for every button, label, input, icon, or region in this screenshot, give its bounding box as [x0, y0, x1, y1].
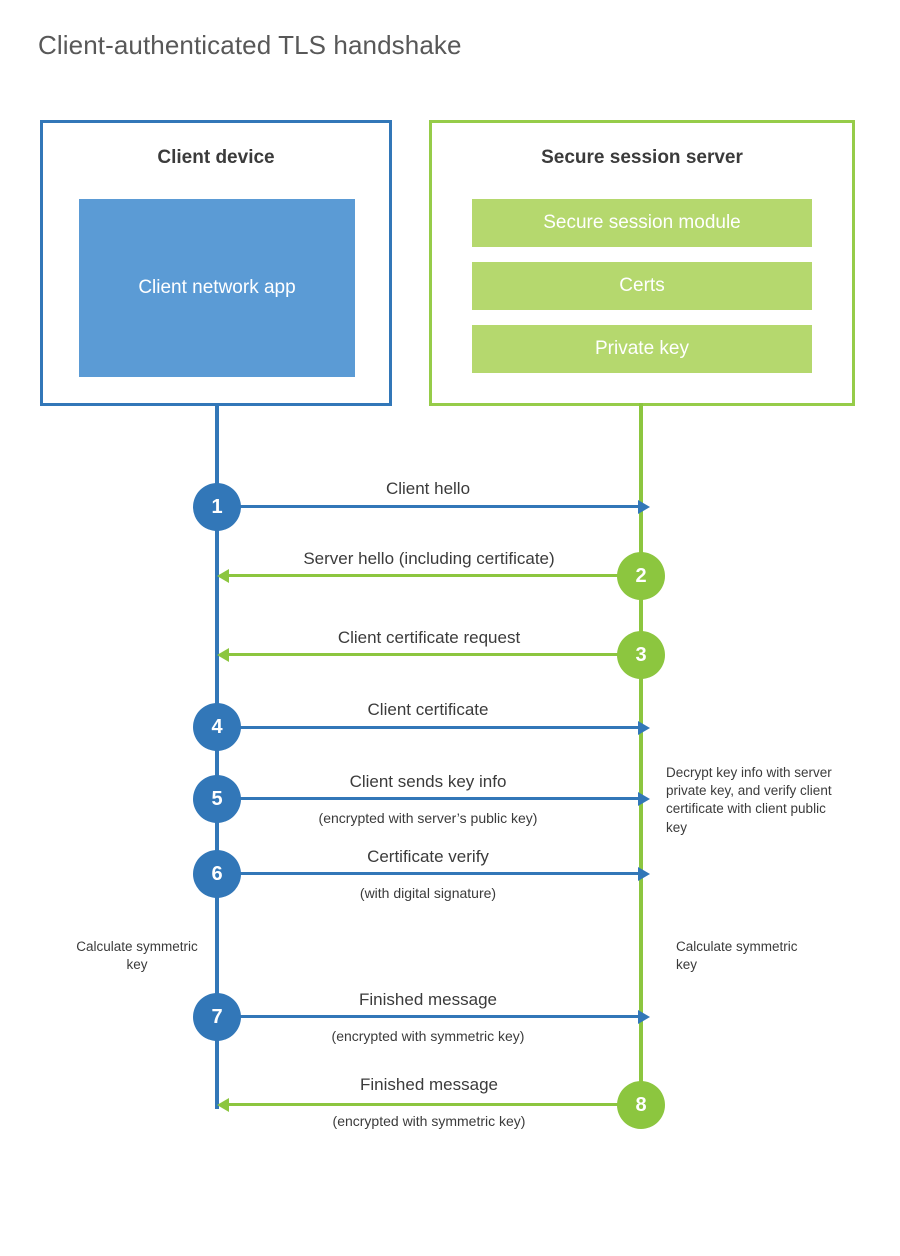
step-marker-1[interactable]: 1: [193, 483, 241, 531]
message-arrow-8[interactable]: [217, 1098, 641, 1112]
message-sublabel-8: (encrypted with symmetric key): [332, 1113, 526, 1129]
message-label-3: Client certificate request: [337, 628, 521, 647]
step-marker-4[interactable]: 4: [193, 703, 241, 751]
server-module-certs: Certs: [472, 262, 812, 310]
step-marker-7[interactable]: 7: [193, 993, 241, 1041]
client-network-app-block: Client network app: [79, 199, 355, 377]
server-module-secure-session-module: Secure session module: [472, 199, 812, 247]
message-label-2: Server hello (including certificate): [303, 549, 555, 568]
message-arrow-6[interactable]: [217, 867, 650, 881]
secure-session-server-box: Secure session server Secure session mod…: [429, 120, 855, 406]
arrow-head-icon: [217, 569, 229, 583]
arrow-head-icon: [638, 500, 650, 514]
annotation-client-calculate-symmetric-key: Calculate symmetric key: [76, 939, 198, 973]
message-label-7: Finished message: [359, 990, 497, 1009]
message-label-4: Client certificate: [367, 700, 489, 719]
step-marker-6[interactable]: 6: [193, 850, 241, 898]
message-arrow-3[interactable]: [217, 648, 641, 662]
message-sublabel-6: (with digital signature): [359, 885, 497, 901]
message-arrow-2[interactable]: [217, 569, 641, 583]
arrow-head-icon: [638, 867, 650, 881]
client-device-title: Client device: [157, 147, 275, 168]
arrow-head-icon: [638, 1010, 650, 1024]
arrow-head-icon: [638, 721, 650, 735]
message-arrow-4[interactable]: [217, 721, 650, 735]
arrow-head-icon: [217, 1098, 229, 1112]
step-marker-2[interactable]: 2: [617, 552, 665, 600]
message-label-1: Client hello: [385, 479, 471, 498]
message-label-8: Finished message: [360, 1075, 498, 1094]
client-device-box: Client device Client network app: [40, 120, 392, 406]
message-arrow-7[interactable]: [217, 1010, 650, 1024]
message-sublabel-5: (encrypted with server’s public key): [318, 810, 538, 826]
annotation-server-calculate-symmetric-key: Calculate symmetric key: [676, 939, 798, 973]
message-arrow-5[interactable]: [217, 792, 650, 806]
message-label-6: Certificate verify: [367, 847, 489, 866]
step-marker-5[interactable]: 5: [193, 775, 241, 823]
page-title: Client-authenticated TLS handshake: [38, 30, 462, 60]
arrow-head-icon: [638, 792, 650, 806]
step-marker-3[interactable]: 3: [617, 631, 665, 679]
message-label-5: Client sends key info: [349, 772, 507, 791]
message-arrow-1[interactable]: [217, 500, 650, 514]
step-marker-8[interactable]: 8: [617, 1081, 665, 1129]
arrow-head-icon: [217, 648, 229, 662]
annotation-server-decrypt: Decrypt key info with server private key…: [666, 765, 832, 835]
message-sublabel-7: (encrypted with symmetric key): [331, 1028, 525, 1044]
secure-session-server-title: Secure session server: [541, 147, 743, 168]
server-module-private-key: Private key: [472, 325, 812, 373]
